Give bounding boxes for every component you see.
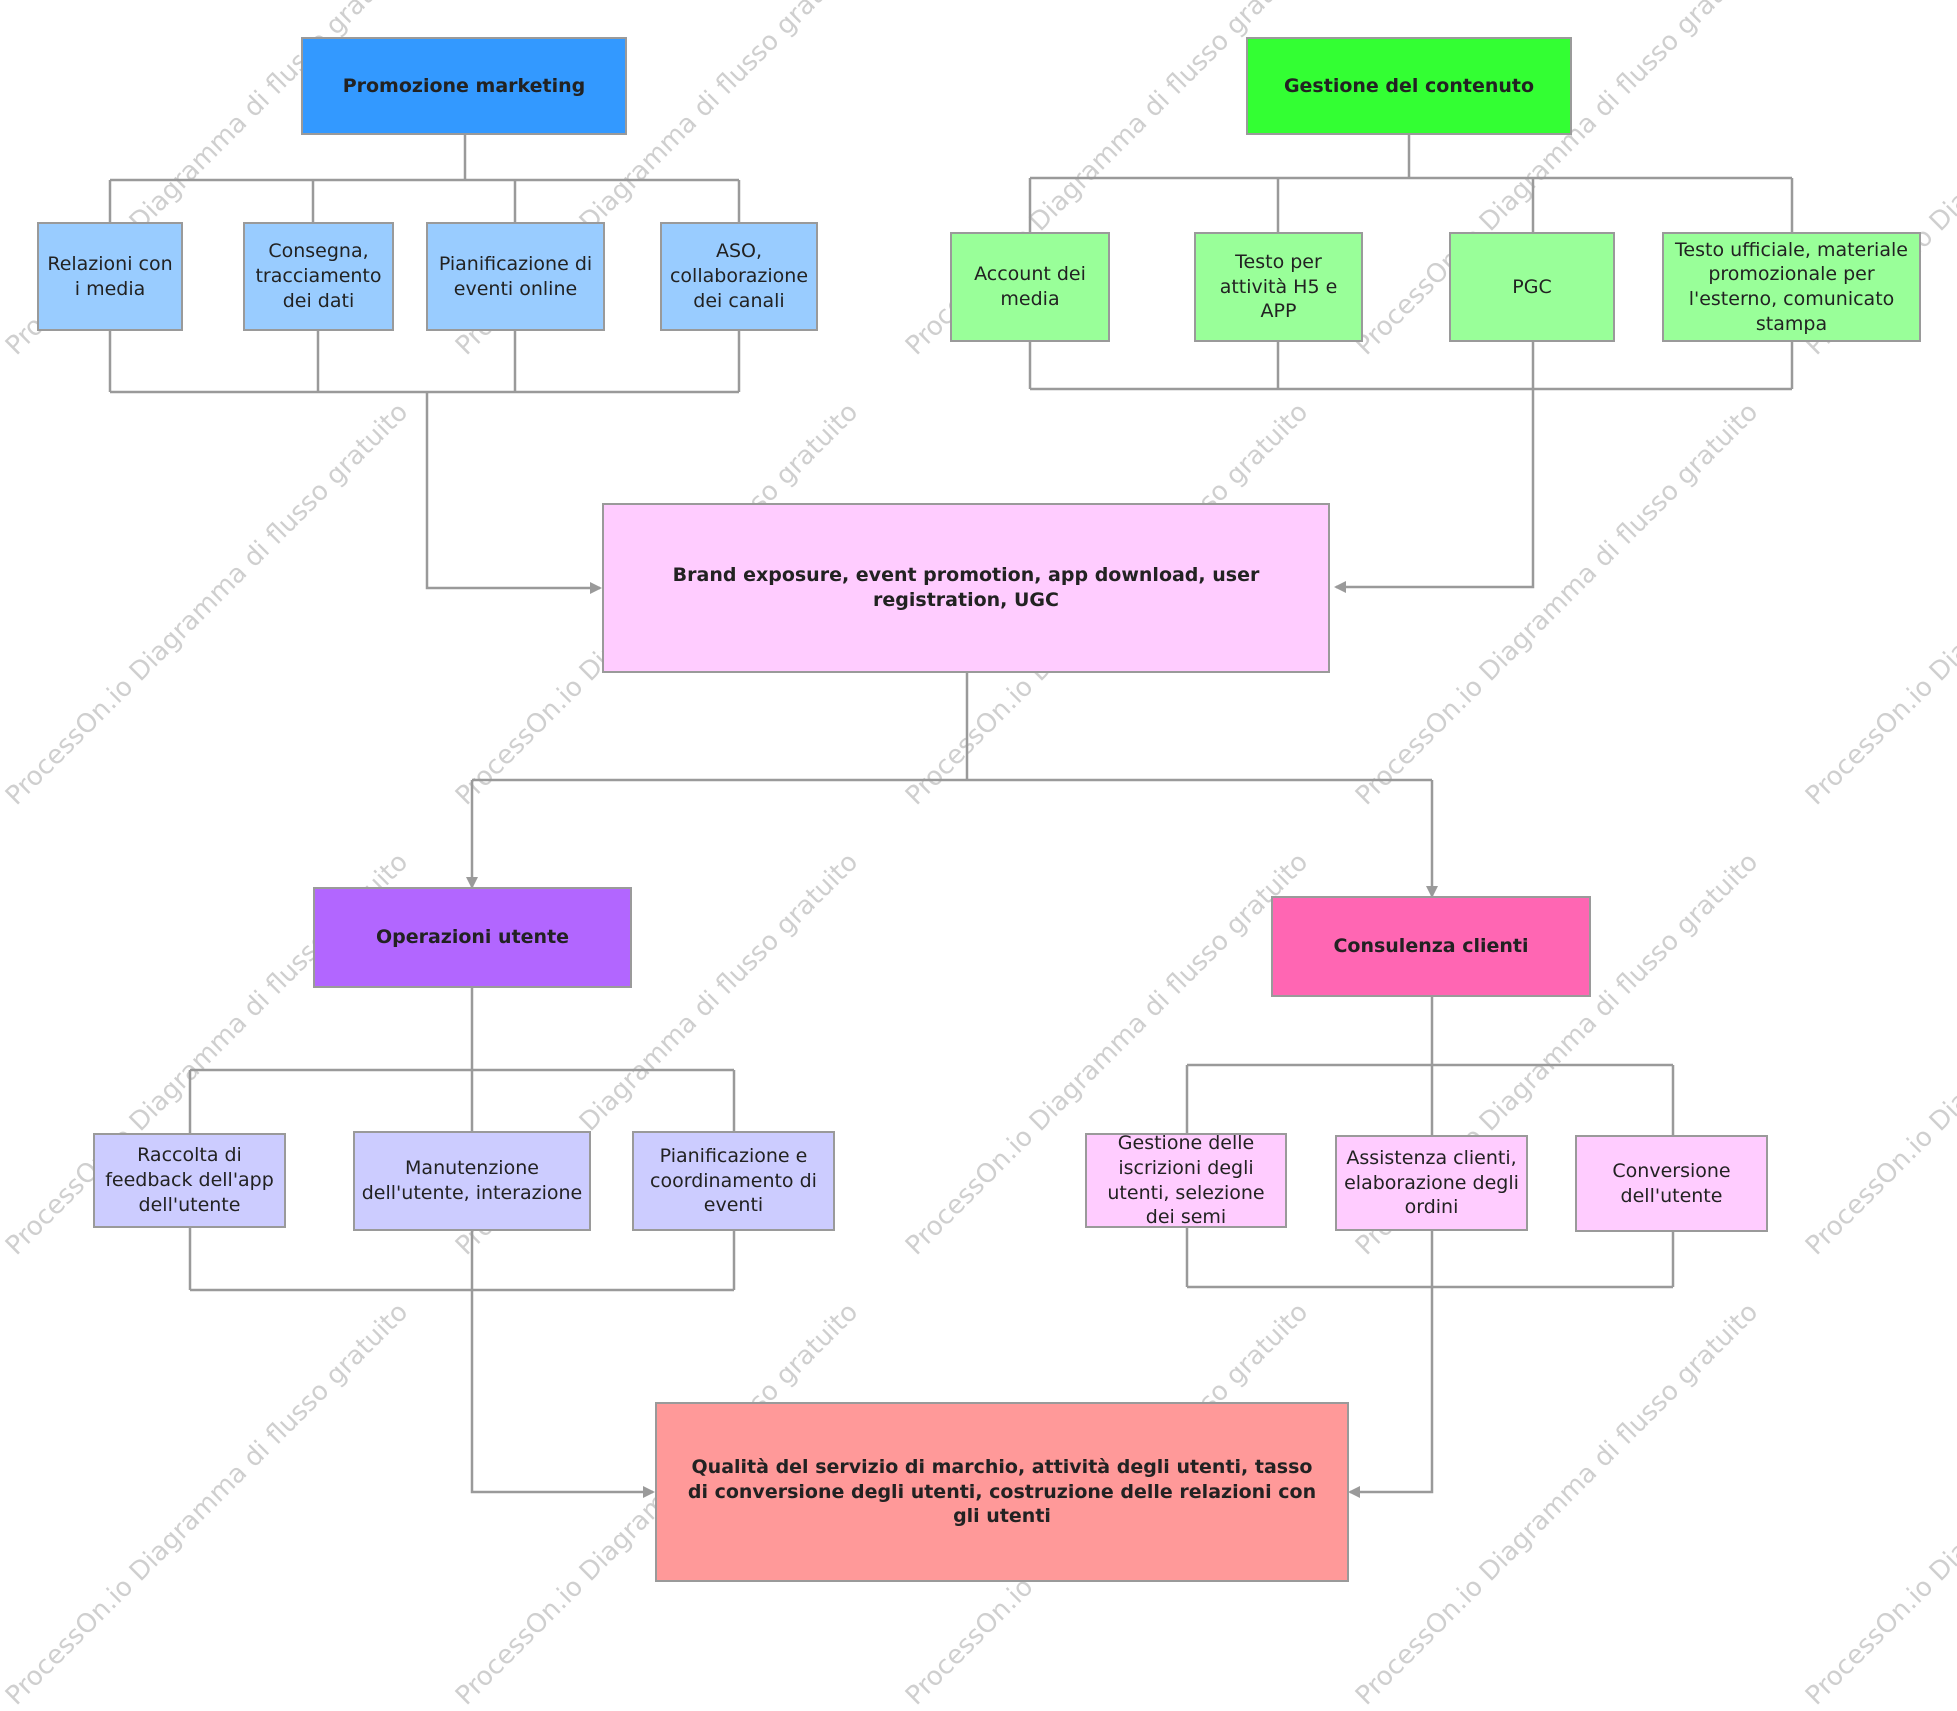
node-brand-goal[interactable]: Brand exposure, event promotion, app dow… [602,503,1330,673]
connector-customer-bottom [1185,1228,1675,1289]
node-content[interactable]: Gestione del contenuto [1246,37,1572,135]
node-media-relations[interactable]: Relazioni con i media [37,222,183,331]
node-maintenance[interactable]: Manutenzione dell'utente, interazione [353,1131,591,1231]
node-media-accounts[interactable]: Account dei media [950,232,1110,342]
node-customer[interactable]: Consulenza clienti [1271,896,1591,997]
node-conversion[interactable]: Conversione dell'utente [1575,1135,1768,1232]
connector-userops-bottom [188,1228,736,1292]
node-delivery-tracking[interactable]: Consegna, tracciamento dei dati [243,222,394,331]
connector-content-top [1028,135,1794,232]
node-marketing[interactable]: Promozione marketing [301,37,627,135]
node-feedback[interactable]: Raccolta di feedback dell'app dell'utent… [93,1133,286,1228]
arrow-userops-to-quality [470,1231,655,1498]
arrow-customer-to-quality [1348,1231,1434,1498]
connector-brand-split [472,673,1432,782]
connector-customer-top [1185,997,1675,1135]
node-pgc[interactable]: PGC [1449,232,1615,342]
connector-userops-top [188,988,736,1133]
arrow-marketing-to-brand [425,392,602,594]
node-assistance[interactable]: Assistenza clienti, elaborazione degli o… [1335,1135,1528,1231]
node-official-text[interactable]: Testo ufficiale, materiale promozionale … [1662,232,1921,342]
node-subscriptions[interactable]: Gestione delle iscrizioni degli utenti, … [1085,1132,1287,1228]
node-h5-app-text[interactable]: Testo per attività H5 e APP [1194,232,1363,342]
node-aso-channels[interactable]: ASO, collaborazione dei canali [660,222,818,331]
node-online-events[interactable]: Pianificazione di eventi online [426,222,605,331]
node-event-coordination[interactable]: Pianificazione e coordinamento di eventi [632,1131,835,1231]
connector-marketing-top [108,135,741,222]
connector-lines [108,135,1794,1498]
node-quality-goal[interactable]: Qualità del servizio di marchio, attivit… [655,1402,1349,1582]
node-user-ops[interactable]: Operazioni utente [313,887,632,988]
connector-content-bottom [1028,342,1794,391]
arrow-content-to-brand [1334,389,1535,593]
connector-marketing-bottom [108,331,741,394]
